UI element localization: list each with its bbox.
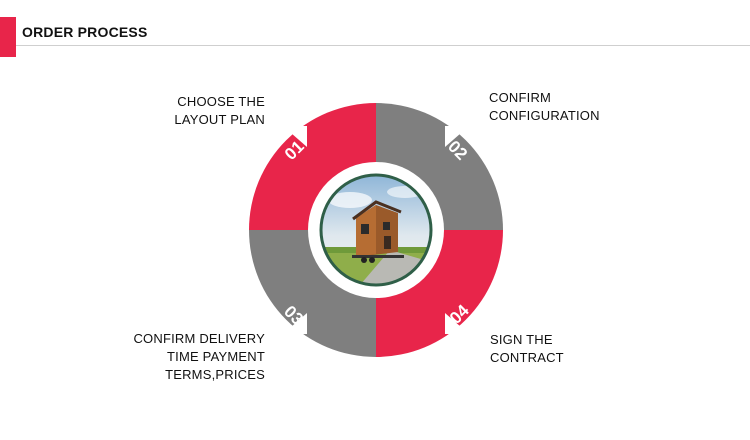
- tiny-house-photo: [321, 175, 431, 285]
- step-04-label: SIGN THE CONTRACT: [490, 331, 564, 367]
- step-02-line: CONFIRM: [489, 90, 552, 105]
- notch-02: [445, 126, 469, 147]
- step-02-line: CONFIGURATION: [489, 108, 600, 123]
- page-title: ORDER PROCESS: [22, 24, 148, 40]
- step-04-line: CONTRACT: [490, 350, 564, 365]
- notch-04: [445, 313, 469, 334]
- step-03-line: TERMS,PRICES: [165, 367, 265, 382]
- step-03-line: CONFIRM DELIVERY: [133, 331, 265, 346]
- photo-frame: [319, 173, 433, 287]
- step-02-label: CONFIRM CONFIGURATION: [489, 89, 600, 125]
- step-03-label: CONFIRM DELIVERY TIME PAYMENT TERMS,PRIC…: [133, 330, 265, 384]
- step-01-line: LAYOUT PLAN: [174, 112, 265, 127]
- step-03-line: TIME PAYMENT: [167, 349, 265, 364]
- step-01-label: CHOOSE THE LAYOUT PLAN: [174, 93, 265, 129]
- notch-03: [283, 313, 307, 334]
- header-divider: [16, 45, 750, 46]
- step-01-line: CHOOSE THE: [177, 94, 265, 109]
- header-accent-bar: [0, 17, 16, 57]
- notch-01: [283, 126, 307, 147]
- step-04-line: SIGN THE: [490, 332, 553, 347]
